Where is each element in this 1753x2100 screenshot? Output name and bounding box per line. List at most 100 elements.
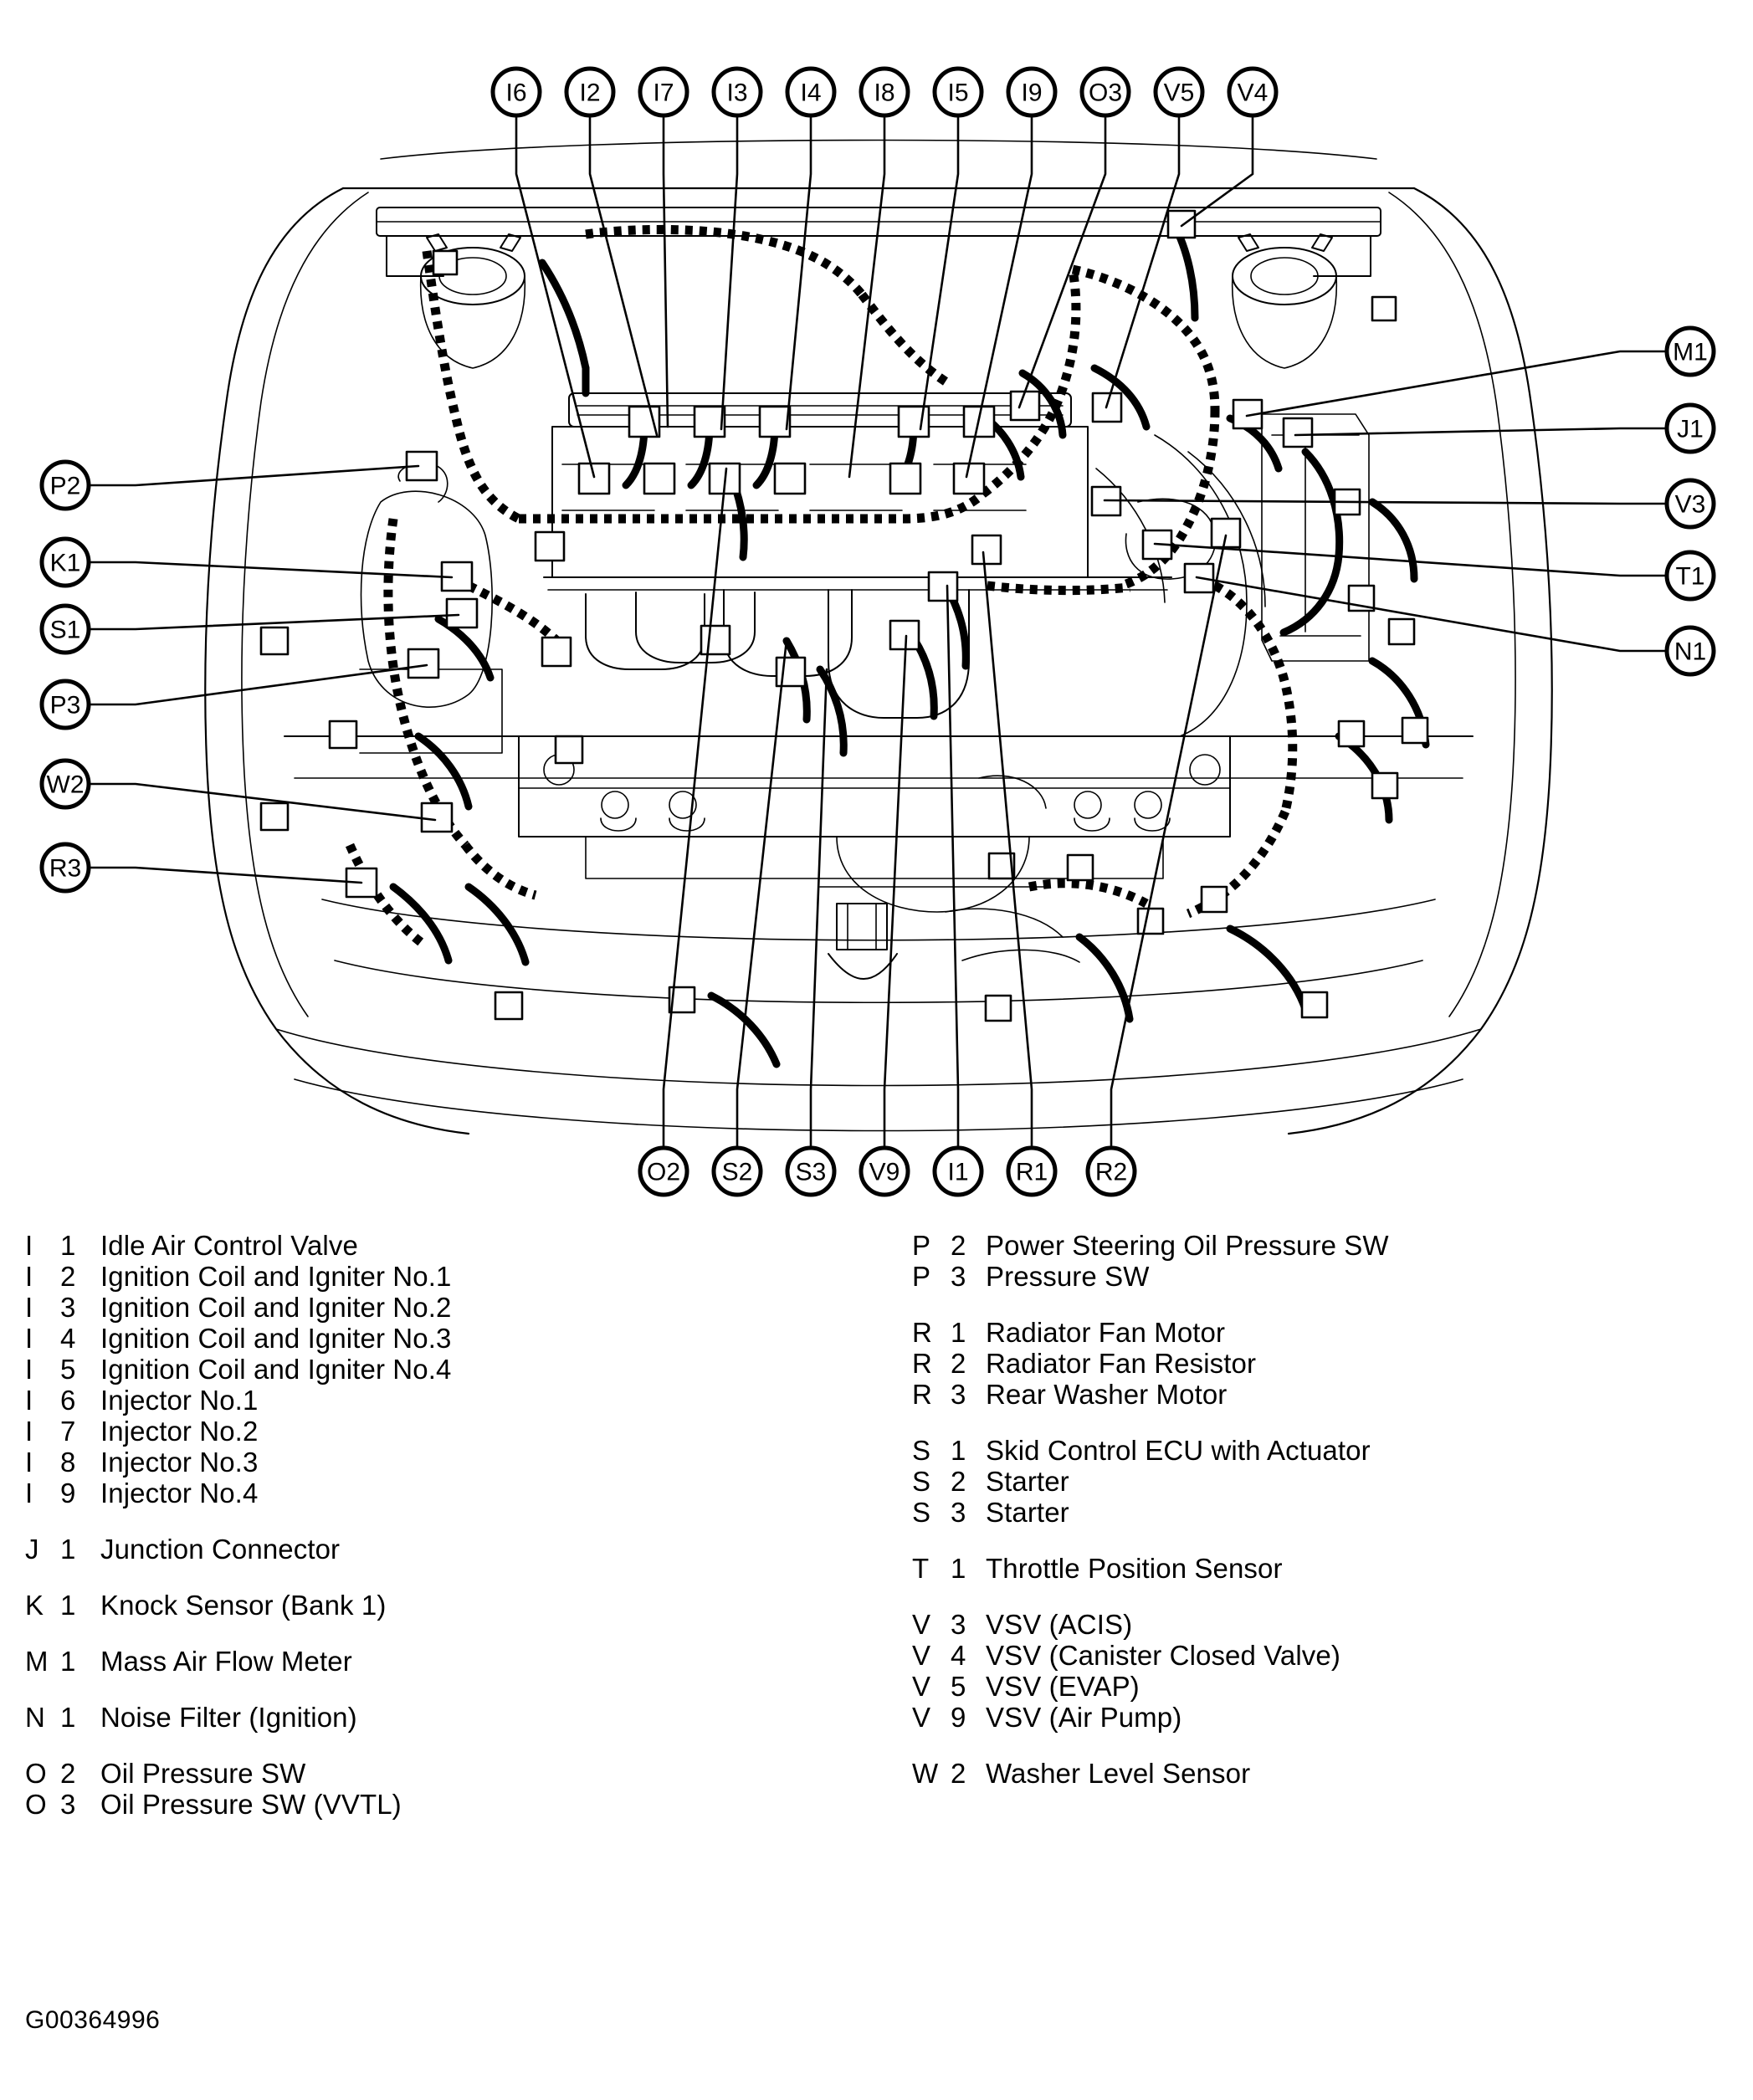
callout-o3[interactable]: O3 bbox=[1079, 66, 1131, 118]
legend-letter: I bbox=[25, 1323, 33, 1354]
callout-n1[interactable]: N1 bbox=[1664, 625, 1716, 677]
callout-i5[interactable]: I5 bbox=[932, 66, 984, 118]
leader-line-s2 bbox=[736, 638, 788, 1150]
leader-line-i8 bbox=[848, 114, 886, 479]
callout-s2[interactable]: S2 bbox=[711, 1145, 763, 1197]
leader-line-r1 bbox=[982, 551, 1033, 1150]
callout-label: R3 bbox=[49, 855, 81, 883]
legend-letter: I bbox=[25, 1230, 33, 1261]
callout-label: S1 bbox=[50, 617, 81, 644]
legend-letter: V bbox=[912, 1671, 931, 1702]
callout-circle bbox=[39, 842, 91, 894]
legend-description: Starter bbox=[986, 1466, 1069, 1497]
callout-p2[interactable]: P2 bbox=[39, 459, 91, 511]
legend-number: 2 bbox=[951, 1758, 966, 1789]
legend-description: Radiator Fan Motor bbox=[986, 1317, 1226, 1348]
callout-w2[interactable]: W2 bbox=[39, 758, 91, 810]
callout-v9[interactable]: V9 bbox=[859, 1145, 910, 1197]
legend-description: Pressure SW bbox=[986, 1261, 1150, 1292]
leader-line-s3 bbox=[809, 668, 828, 1150]
legend-letter: I bbox=[25, 1478, 33, 1508]
leader-line-v5 bbox=[1105, 114, 1181, 409]
legend-description: Ignition Coil and Igniter No.3 bbox=[100, 1323, 452, 1354]
callout-i4[interactable]: I4 bbox=[785, 66, 837, 118]
legend-number: 4 bbox=[60, 1323, 76, 1354]
legend-number: 1 bbox=[60, 1702, 76, 1733]
callout-i8[interactable]: I8 bbox=[859, 66, 910, 118]
callout-i1[interactable]: I1 bbox=[932, 1145, 984, 1197]
legend-description: Starter bbox=[986, 1497, 1069, 1528]
legend-number: 3 bbox=[60, 1789, 76, 1820]
legend-number: 2 bbox=[951, 1466, 966, 1497]
callout-s1[interactable]: S1 bbox=[39, 603, 91, 655]
legend-number: 5 bbox=[951, 1671, 966, 1702]
legend-letter: O bbox=[25, 1758, 47, 1789]
callout-label: O2 bbox=[647, 1159, 680, 1186]
leader-line-i2 bbox=[588, 114, 659, 437]
callout-s3[interactable]: S3 bbox=[785, 1145, 837, 1197]
callout-circle bbox=[785, 1145, 837, 1197]
callout-k1[interactable]: K1 bbox=[39, 536, 91, 588]
legend-number: 3 bbox=[951, 1609, 966, 1640]
callout-i2[interactable]: I2 bbox=[564, 66, 616, 118]
callout-v3[interactable]: V3 bbox=[1664, 478, 1716, 530]
legend-number: 1 bbox=[951, 1317, 966, 1348]
legend-letter: V bbox=[912, 1609, 931, 1640]
leader-line-w2 bbox=[87, 782, 437, 822]
legend-letter: I bbox=[25, 1261, 33, 1292]
callout-i3[interactable]: I3 bbox=[711, 66, 763, 118]
legend-number: 9 bbox=[951, 1702, 966, 1733]
legend-description: Radiator Fan Resistor bbox=[986, 1348, 1257, 1379]
callout-circle bbox=[638, 1145, 689, 1197]
legend-description: Mass Air Flow Meter bbox=[100, 1646, 352, 1677]
callout-r1[interactable]: R1 bbox=[1006, 1145, 1058, 1197]
callout-i9[interactable]: I9 bbox=[1006, 66, 1058, 118]
callout-j1[interactable]: J1 bbox=[1664, 402, 1716, 454]
callout-v5[interactable]: V5 bbox=[1153, 66, 1205, 118]
callout-r3[interactable]: R3 bbox=[39, 842, 91, 894]
legend-number: 1 bbox=[60, 1534, 76, 1565]
callout-label: V5 bbox=[1164, 79, 1195, 107]
legend-description: Knock Sensor (Bank 1) bbox=[100, 1590, 387, 1621]
callout-label: J1 bbox=[1677, 416, 1704, 443]
legend-letter: P bbox=[912, 1261, 931, 1292]
callout-m1[interactable]: M1 bbox=[1664, 325, 1716, 377]
callout-o2[interactable]: O2 bbox=[638, 1145, 689, 1197]
callout-circle bbox=[711, 1145, 763, 1197]
callout-v4[interactable]: V4 bbox=[1227, 66, 1279, 118]
callout-circle bbox=[859, 1145, 910, 1197]
leader-line-v3 bbox=[1103, 499, 1668, 505]
leader-line-m1 bbox=[1245, 350, 1668, 417]
callout-r2[interactable]: R2 bbox=[1085, 1145, 1137, 1197]
legend-number: 2 bbox=[60, 1758, 76, 1789]
leader-line-r2 bbox=[1110, 534, 1228, 1150]
legend-letter: R bbox=[912, 1348, 932, 1379]
callout-t1[interactable]: T1 bbox=[1664, 550, 1716, 602]
callout-i7[interactable]: I7 bbox=[638, 66, 689, 118]
legend-letter: W bbox=[912, 1758, 939, 1789]
callout-label: I6 bbox=[505, 79, 526, 107]
callout-i6[interactable]: I6 bbox=[490, 66, 542, 118]
leader-line-i9 bbox=[965, 114, 1033, 479]
callout-label: P3 bbox=[50, 692, 81, 720]
callout-circle bbox=[1664, 550, 1716, 602]
callout-p3[interactable]: P3 bbox=[39, 679, 91, 730]
legend-letter: I bbox=[25, 1447, 33, 1478]
